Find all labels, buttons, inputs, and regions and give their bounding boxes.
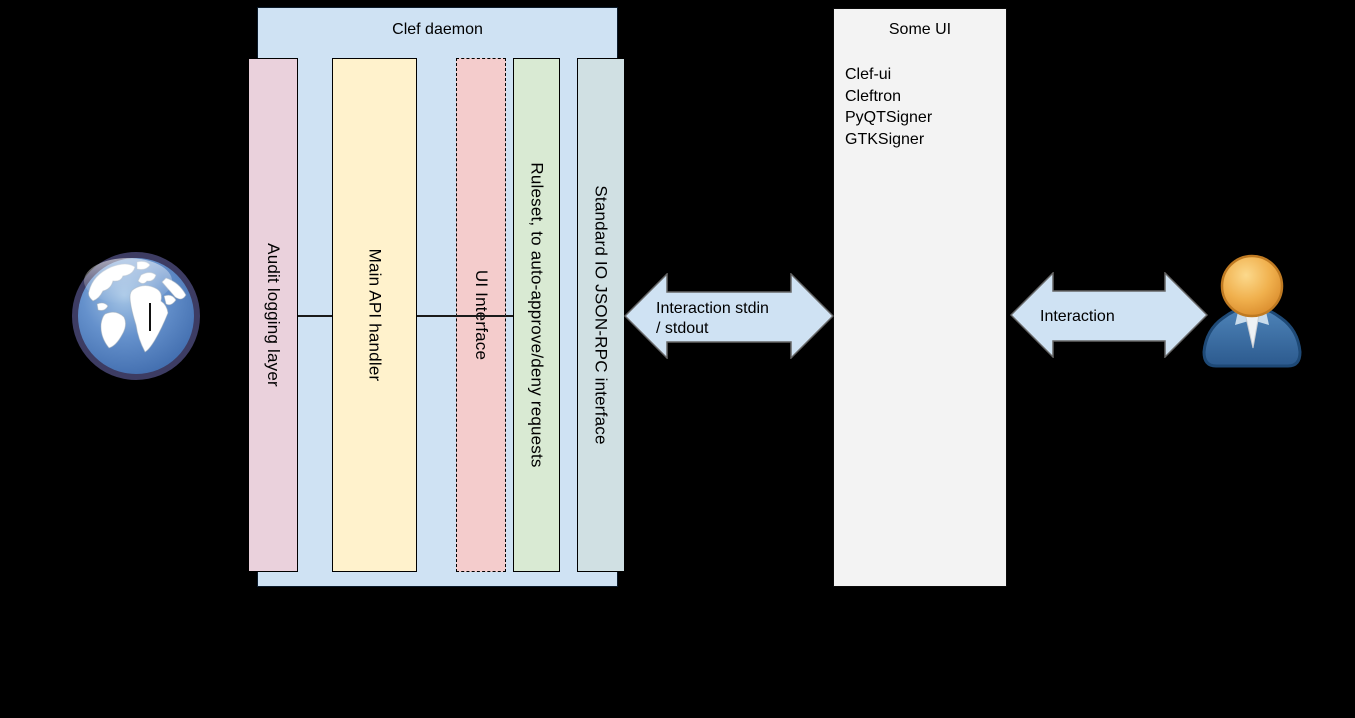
globe-icon [72, 252, 200, 380]
stdio-jsonrpc-bar: Standard IO JSON-RPC interface [577, 58, 625, 572]
interaction-arrow-label: Interaction [1040, 308, 1115, 325]
some-ui-item-pyqtsigner: PyQTSigner [845, 109, 933, 127]
stdin-stdout-arrow-label-line2: / stdout [656, 320, 709, 337]
user-head [1220, 254, 1284, 318]
some-ui-box [833, 8, 1007, 587]
some-ui-title: Some UI [888, 21, 952, 38]
some-ui-item-cleftron: Cleftron [845, 87, 902, 105]
ruleset-bar: Ruleset, to auto-approve/deny requests [513, 58, 560, 572]
audit-logging-layer-label: Audit logging layer [264, 243, 284, 387]
stdin-stdout-arrow-label: Interaction stdin / stdout [656, 299, 769, 339]
connector-globe-stub [149, 303, 151, 331]
audit-logging-layer-bar: Audit logging layer [248, 58, 298, 572]
connector-main-to-ruleset [417, 315, 513, 317]
stdio-jsonrpc-label: Standard IO JSON-RPC interface [592, 185, 611, 445]
main-api-handler-bar: Main API handler [332, 58, 417, 572]
connector-audit-to-main [298, 315, 332, 317]
clef-daemon-container [257, 7, 618, 587]
stdin-stdout-arrow-label-line1: Interaction stdin [656, 300, 769, 317]
interaction-arrow [1010, 272, 1208, 358]
some-ui-item-clef-ui: Clef-ui [845, 66, 892, 83]
interaction-arrow-shape [1010, 272, 1208, 358]
main-api-handler-label: Main API handler [365, 248, 385, 382]
ruleset-label: Ruleset, to auto-approve/deny requests [527, 162, 547, 468]
stdin-stdout-arrow [624, 273, 834, 359]
some-ui-item-gtksigner: GTKSigner [845, 131, 925, 149]
stdin-stdout-arrow-shape [624, 273, 834, 359]
some-ui-list: Clef-ui Cleftron PyQTSigner GTKSigner [845, 64, 1000, 151]
user-icon [1202, 254, 1302, 368]
clef-daemon-title: Clef daemon [392, 21, 483, 38]
